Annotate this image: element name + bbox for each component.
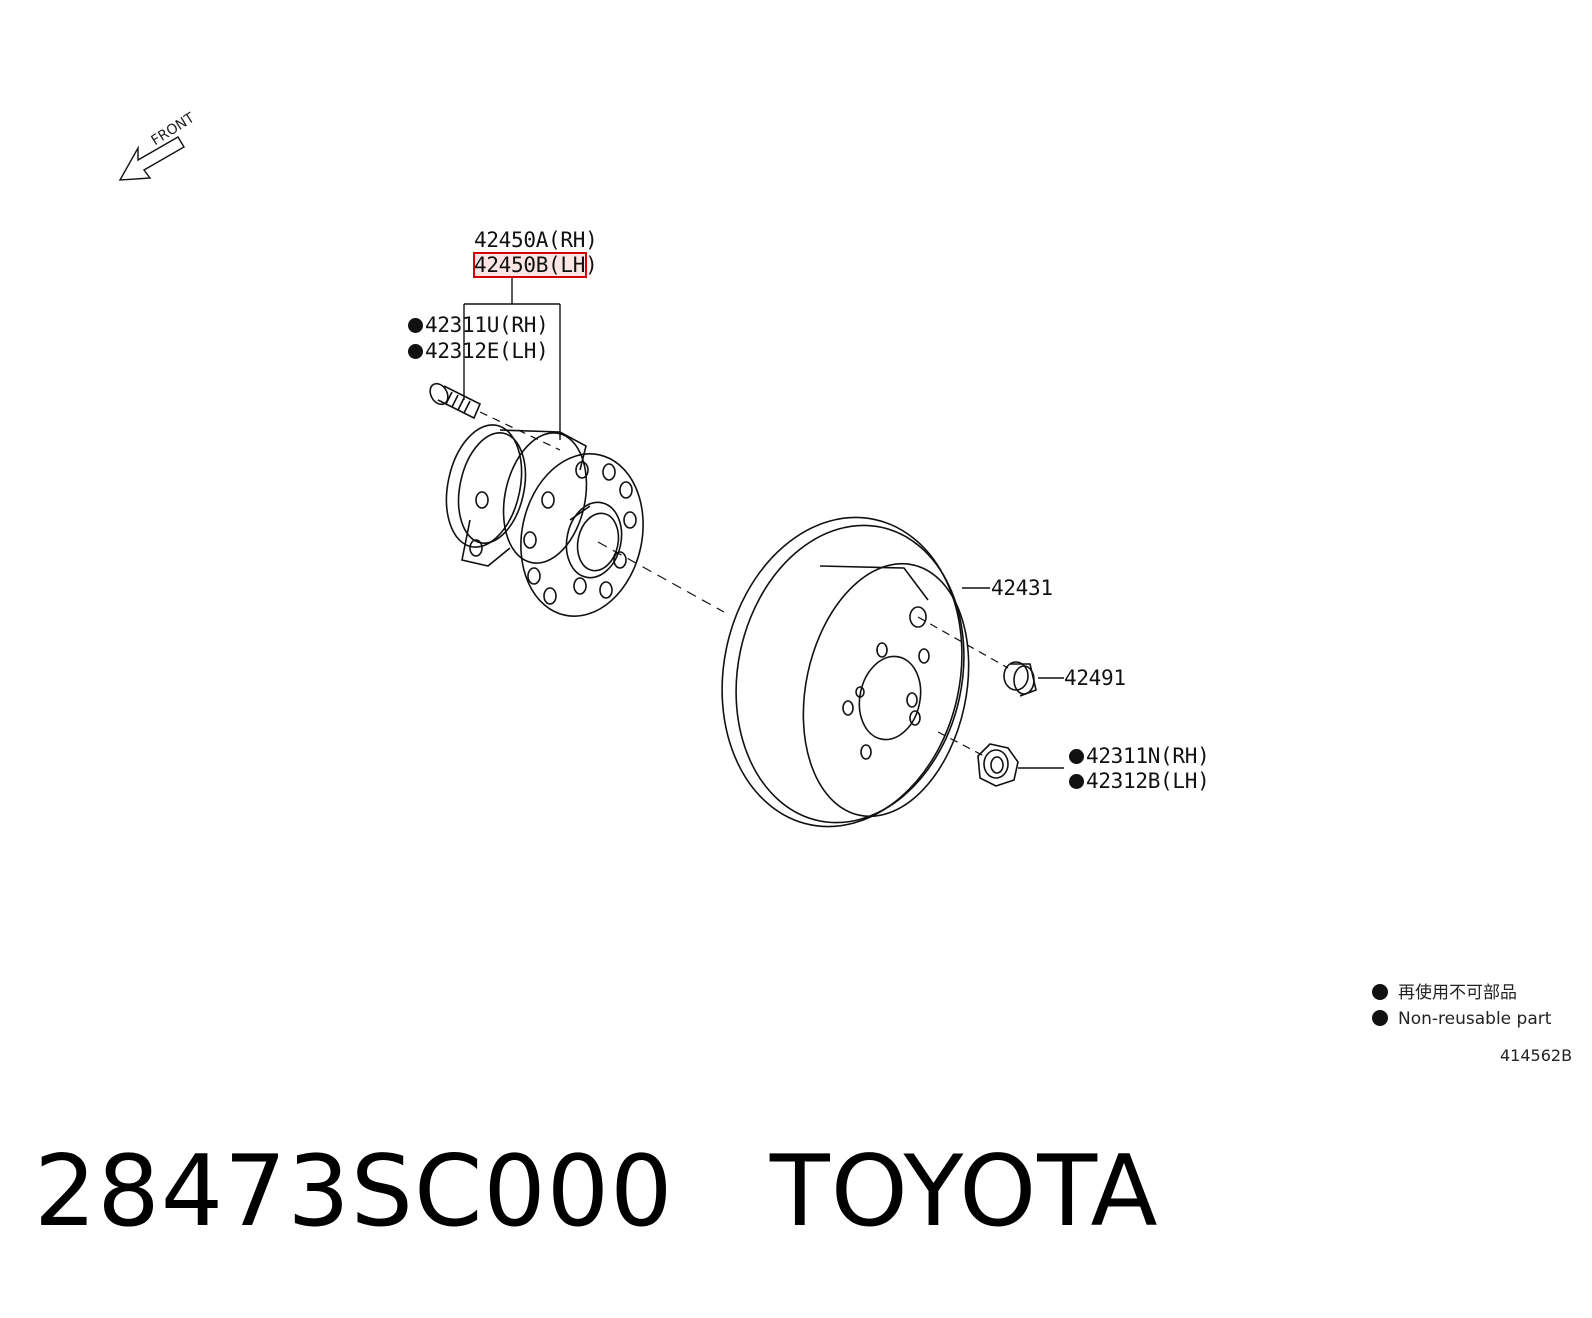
callout-nut-rh-text: 42311N(RH) [1086, 744, 1210, 768]
nut-axis-line [937, 731, 985, 757]
callout-nut-lh-text: 42312B(LH) [1086, 769, 1210, 793]
hub-axis-line [597, 541, 725, 613]
caption-brand: TOYOTA [769, 1135, 1159, 1249]
callout-hub-rh[interactable]: 42450A(RH) [474, 228, 598, 252]
legend-row-ja: 再使用不可部品 [1372, 980, 1551, 1006]
non-reusable-marker-icon [1069, 774, 1084, 789]
caption: 28473SC000 TOYOTA [34, 1132, 1159, 1252]
brake-disc-part [721, 516, 970, 828]
hub-bolt-part [429, 382, 482, 420]
hub-bearing-part [445, 424, 644, 617]
legend-text-en: Non-reusable part [1398, 1009, 1552, 1029]
callout-bolt-lh[interactable]: 42312E(LH) [408, 339, 549, 363]
filled-circle-icon [1372, 1010, 1388, 1026]
plug-axis-line [917, 616, 1009, 669]
hub-leader-lines [463, 276, 561, 440]
legend-text-ja: 再使用不可部品 [1398, 983, 1517, 1003]
callout-bolt-rh-text: 42311U(RH) [425, 313, 549, 337]
highlight-box [473, 252, 587, 278]
legend-row-en: Non-reusable part [1372, 1006, 1551, 1032]
callout-bolt-rh[interactable]: 42311U(RH) [408, 313, 549, 337]
legend: 再使用不可部品 Non-reusable part [1372, 980, 1551, 1032]
callout-plug[interactable]: 42491 [1064, 666, 1126, 690]
callout-hub-lh[interactable]: 42450B(LH) [474, 253, 598, 277]
non-reusable-marker-icon [1069, 749, 1084, 764]
callout-disc[interactable]: 42431 [991, 576, 1053, 600]
callout-nut-lh[interactable]: 42312B(LH) [1069, 769, 1210, 793]
hub-nut-part [977, 743, 1019, 787]
hole-plug-part [1003, 661, 1037, 697]
non-reusable-marker-icon [408, 344, 423, 359]
diagram-id: 414562B [1500, 1046, 1573, 1065]
front-arrow-icon [118, 136, 185, 181]
non-reusable-marker-icon [408, 318, 423, 333]
filled-circle-icon [1372, 984, 1388, 1000]
caption-part-number: 28473SC000 [34, 1135, 674, 1249]
callout-bolt-lh-text: 42312E(LH) [425, 339, 549, 363]
callout-nut-rh[interactable]: 42311N(RH) [1069, 744, 1210, 768]
